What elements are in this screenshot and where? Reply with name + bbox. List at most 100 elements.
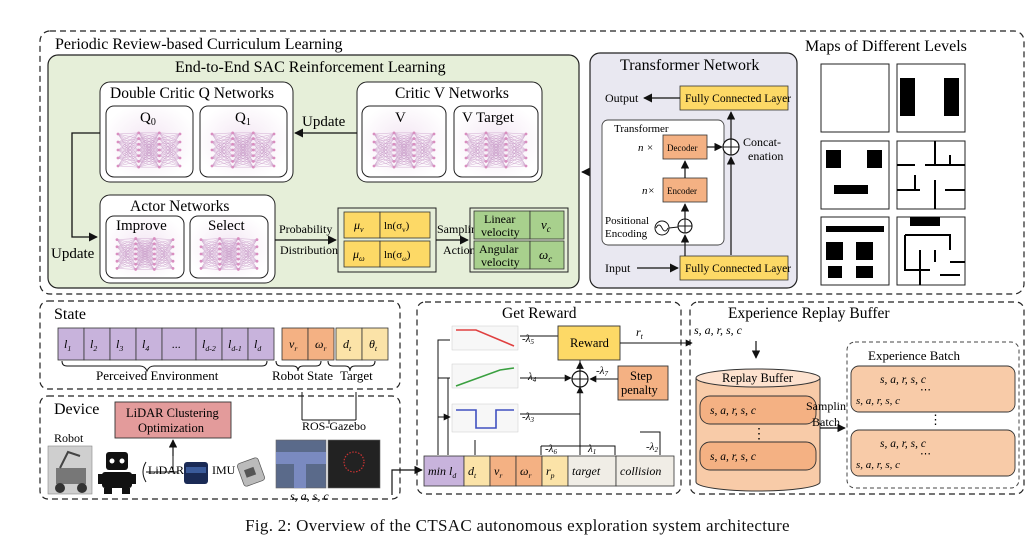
imu-label: IMU <box>212 463 236 477</box>
v-target-label: V Target <box>462 110 515 126</box>
ros-gazebo-view2 <box>327 439 381 489</box>
reward-cell-label: ωr <box>520 464 532 480</box>
concat-label-1: Concat- <box>743 135 781 149</box>
robot-icon <box>98 452 136 494</box>
fc-bottom <box>679 255 789 281</box>
critic-v-title: Critic V Networks <box>395 85 509 102</box>
robot-state-label: Robot State <box>272 368 333 383</box>
lambda2: -λ2 <box>646 441 658 454</box>
update-path <box>71 132 100 242</box>
lambda7: -λ7 <box>596 365 608 378</box>
maps-grid <box>820 63 966 286</box>
replay-row-1 <box>699 395 817 425</box>
q0-label: Q0 <box>140 110 156 128</box>
actor-title: Actor Networks <box>130 198 229 215</box>
v-label: V <box>395 110 406 126</box>
lambda1: λ1 <box>587 443 596 456</box>
lambda5: -λ5 <box>522 333 534 346</box>
state-target-label: θt <box>369 337 378 353</box>
replay-dots: ⋮ <box>752 427 766 442</box>
update-left-label: Update <box>51 246 95 262</box>
decoder-box <box>662 134 708 160</box>
reward-cell-label: collision <box>620 464 661 478</box>
device-frame <box>39 395 401 500</box>
device-title: Device <box>54 401 99 418</box>
transformer-title: Transformer Network <box>620 57 759 74</box>
reward-cell <box>615 455 675 487</box>
linear-label: Linear <box>484 212 515 226</box>
state-cell-label: l4 <box>142 337 149 353</box>
reward-cell <box>541 455 569 487</box>
state-cell-label: l1 <box>64 337 71 353</box>
ln-sigma-w: ln(σω) <box>384 249 411 263</box>
penalty-label: penalty <box>621 383 659 397</box>
mu-w: μω <box>352 247 365 263</box>
buffer-title: Experience Replay Buffer <box>728 305 890 322</box>
state-target-label: dt <box>343 337 352 353</box>
lidar-label: LiDAR <box>148 463 184 477</box>
batch-dots-1: ⋯ <box>920 384 931 396</box>
encoding-label: Encoding <box>605 228 648 240</box>
replay-title: Replay Buffer <box>722 371 794 385</box>
perceived-label: Perceived Environment <box>96 368 219 383</box>
reward-box <box>557 325 621 361</box>
ros-gazebo-label: ROS-Gazebo <box>302 419 366 433</box>
state-robot-label: ωr <box>315 337 327 353</box>
q1-label: Q1 <box>235 110 251 128</box>
decoder-label: Decoder <box>667 143 697 153</box>
wc-label: ωc <box>539 247 552 264</box>
state-robot-label: vr <box>289 337 298 353</box>
reward-cell <box>515 455 543 487</box>
reward-frame <box>416 301 682 495</box>
sampling-batch-label-1: Sampling <box>806 399 852 413</box>
device-tuple: s, a, s, c <box>290 489 329 503</box>
state-cell-target <box>335 327 363 361</box>
batch-dots-between: ⋮ <box>929 412 942 427</box>
state-cell-label: ld <box>254 337 261 353</box>
batch-row-4: s, a, r, s, c <box>856 459 900 471</box>
reward-box-label: Reward <box>570 336 610 350</box>
buffer-tuple: s, a, r, s, c <box>694 323 743 337</box>
state-cell-robot <box>307 327 335 361</box>
n-times-decoder: n × <box>638 142 654 154</box>
state-cell-l <box>109 327 137 361</box>
step-label: Step <box>630 369 652 383</box>
state-cell-label: ld-2 <box>202 337 216 353</box>
angular-velocity: velocity <box>481 255 520 269</box>
state-cell-robot <box>281 327 309 361</box>
robot-label: Robot <box>54 431 84 445</box>
distribution-label: Distribution <box>280 243 338 257</box>
state-cell-label: l3 <box>116 337 123 353</box>
state-cell-l <box>247 327 275 361</box>
sampling-batch-label-2: Batch <box>812 415 840 429</box>
lidar-box-line1: LiDAR Clustering <box>126 406 219 420</box>
lidar-clustering-box <box>114 401 232 439</box>
vc-label: vc <box>541 217 551 234</box>
update-label: Update <box>302 114 346 130</box>
state-cell-l <box>195 327 223 361</box>
n-times-encoder: n× <box>642 185 655 197</box>
lambda3: -λ3 <box>522 411 534 424</box>
batch-row-3: s, a, r, s, c <box>880 438 926 450</box>
reward-plots <box>451 325 519 433</box>
improve-label: Improve <box>116 218 167 234</box>
batch-title: Experience Batch <box>868 348 961 363</box>
select-label: Select <box>208 218 245 234</box>
state-frame <box>39 300 401 390</box>
reward-cell <box>489 455 517 487</box>
action-label: Action <box>443 243 476 257</box>
velocity-bracket <box>469 207 569 273</box>
imu-icon <box>237 457 265 487</box>
curriculum-frame <box>39 30 1025 295</box>
reward-cell-label: vr <box>494 464 503 480</box>
ln-sigma-v: ln(σv) <box>384 220 410 234</box>
state-cell-l <box>83 327 111 361</box>
positional-label: Positional <box>605 215 649 227</box>
replay-row-1-text: s, a, r, s, c <box>710 405 756 417</box>
angular-label: Angular <box>479 242 518 256</box>
state-cell-label: l2 <box>90 337 97 353</box>
batch-row-1: s, a, r, s, c <box>880 374 926 386</box>
maps-title: Maps of Different Levels <box>805 38 967 55</box>
